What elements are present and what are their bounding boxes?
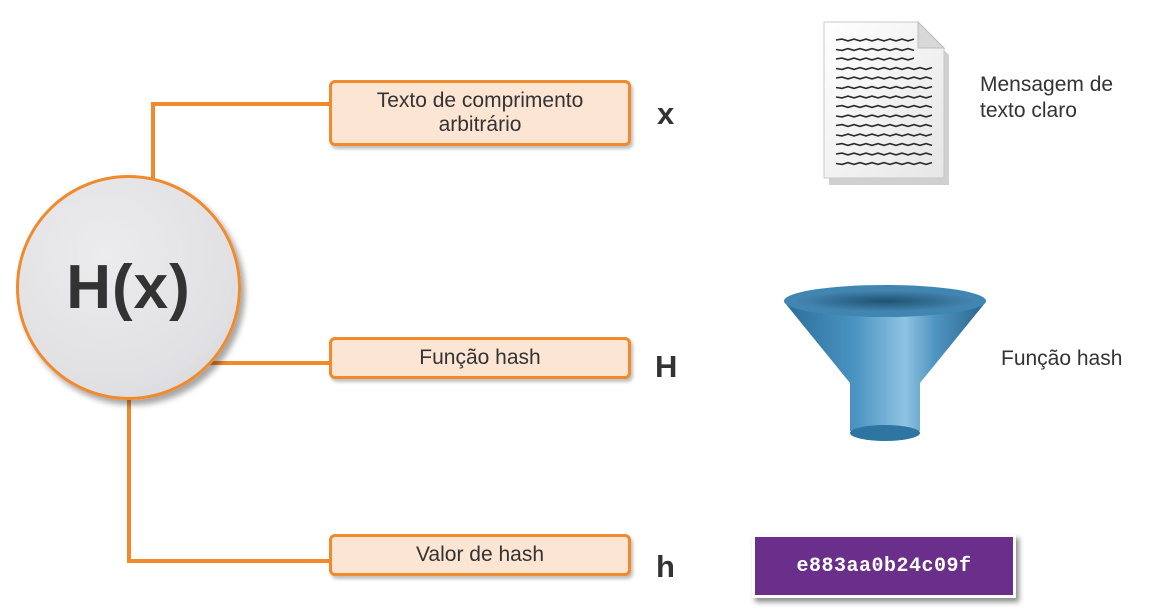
hash-function-box: Função hash	[329, 337, 631, 379]
symbol-x: x	[657, 96, 675, 131]
document-text-line	[835, 76, 933, 80]
symbol-h: h	[656, 549, 675, 584]
document-text-line	[835, 66, 933, 71]
document-text-line	[835, 152, 933, 156]
document-text-line	[835, 161, 933, 166]
hash-value-output: e883aa0b24c09f	[752, 534, 1016, 598]
document-text-line	[835, 123, 933, 128]
document-text-line	[835, 114, 933, 118]
symbol-H: H	[655, 349, 678, 384]
hash-function-side-label: Função hash	[1001, 347, 1123, 370]
document-text-line	[835, 95, 933, 99]
plaintext-message-label: Mensagem de texto claro	[980, 73, 1114, 122]
document-text-line	[835, 142, 933, 147]
hash-value-box: Valor de hash	[329, 534, 631, 576]
document-text-line	[835, 57, 915, 61]
hash-function-circle	[16, 175, 241, 400]
hash-function-label: H(x)	[66, 253, 191, 322]
document-text-line	[835, 47, 915, 52]
output-connector	[127, 395, 329, 563]
funnel-icon	[784, 285, 986, 441]
document-text-line	[835, 85, 933, 90]
document-text-line	[835, 104, 933, 109]
input-text-box: Texto de comprimento arbitrário	[329, 80, 631, 146]
document-text-line	[835, 38, 915, 42]
document-icon	[823, 20, 949, 185]
document-text-line	[835, 133, 933, 137]
